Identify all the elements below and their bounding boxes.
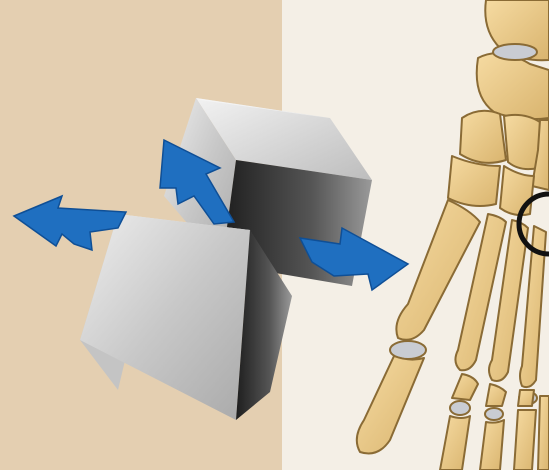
phalanx-toe-4 [518, 390, 534, 406]
phalanx-toe-4b [514, 410, 536, 470]
cuneiform-bone-1 [460, 111, 506, 163]
phalanx-toe-5 [538, 396, 549, 470]
joint-cartilage-3 [485, 408, 503, 420]
cartilage-joint [493, 44, 537, 60]
cuneiform-bone-2 [504, 115, 540, 169]
joint-cartilage-2 [450, 401, 470, 415]
